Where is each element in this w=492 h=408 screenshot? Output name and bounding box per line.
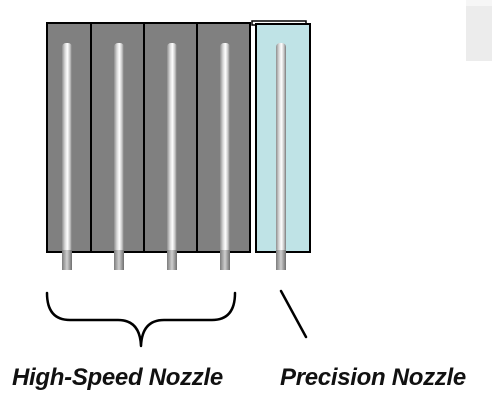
nozzle-group (62, 43, 286, 270)
corner-decoration (466, 6, 492, 61)
precision-pointer-line (279, 289, 308, 339)
high-speed-nozzle-2-body (114, 43, 124, 253)
high-speed-brace (45, 291, 237, 348)
high-speed-nozzle-4-body (220, 43, 230, 253)
high-speed-nozzle-label: High-Speed Nozzle (12, 364, 223, 391)
high-speed-nozzle-2-tip (114, 250, 124, 270)
high-speed-nozzle-1-tip (62, 250, 72, 270)
corner-decoration-top (466, 0, 492, 6)
high-speed-nozzle-1-body (62, 43, 72, 253)
precision-nozzle-body (276, 43, 286, 253)
high-speed-panel-group (46, 22, 251, 253)
precision-nozzle-tip (276, 250, 286, 270)
high-speed-nozzle-4-tip (220, 250, 230, 270)
high-speed-nozzle-3-body (167, 43, 177, 253)
precision-nozzle-label: Precision Nozzle (280, 364, 466, 391)
high-speed-nozzle-3-tip (167, 250, 177, 270)
